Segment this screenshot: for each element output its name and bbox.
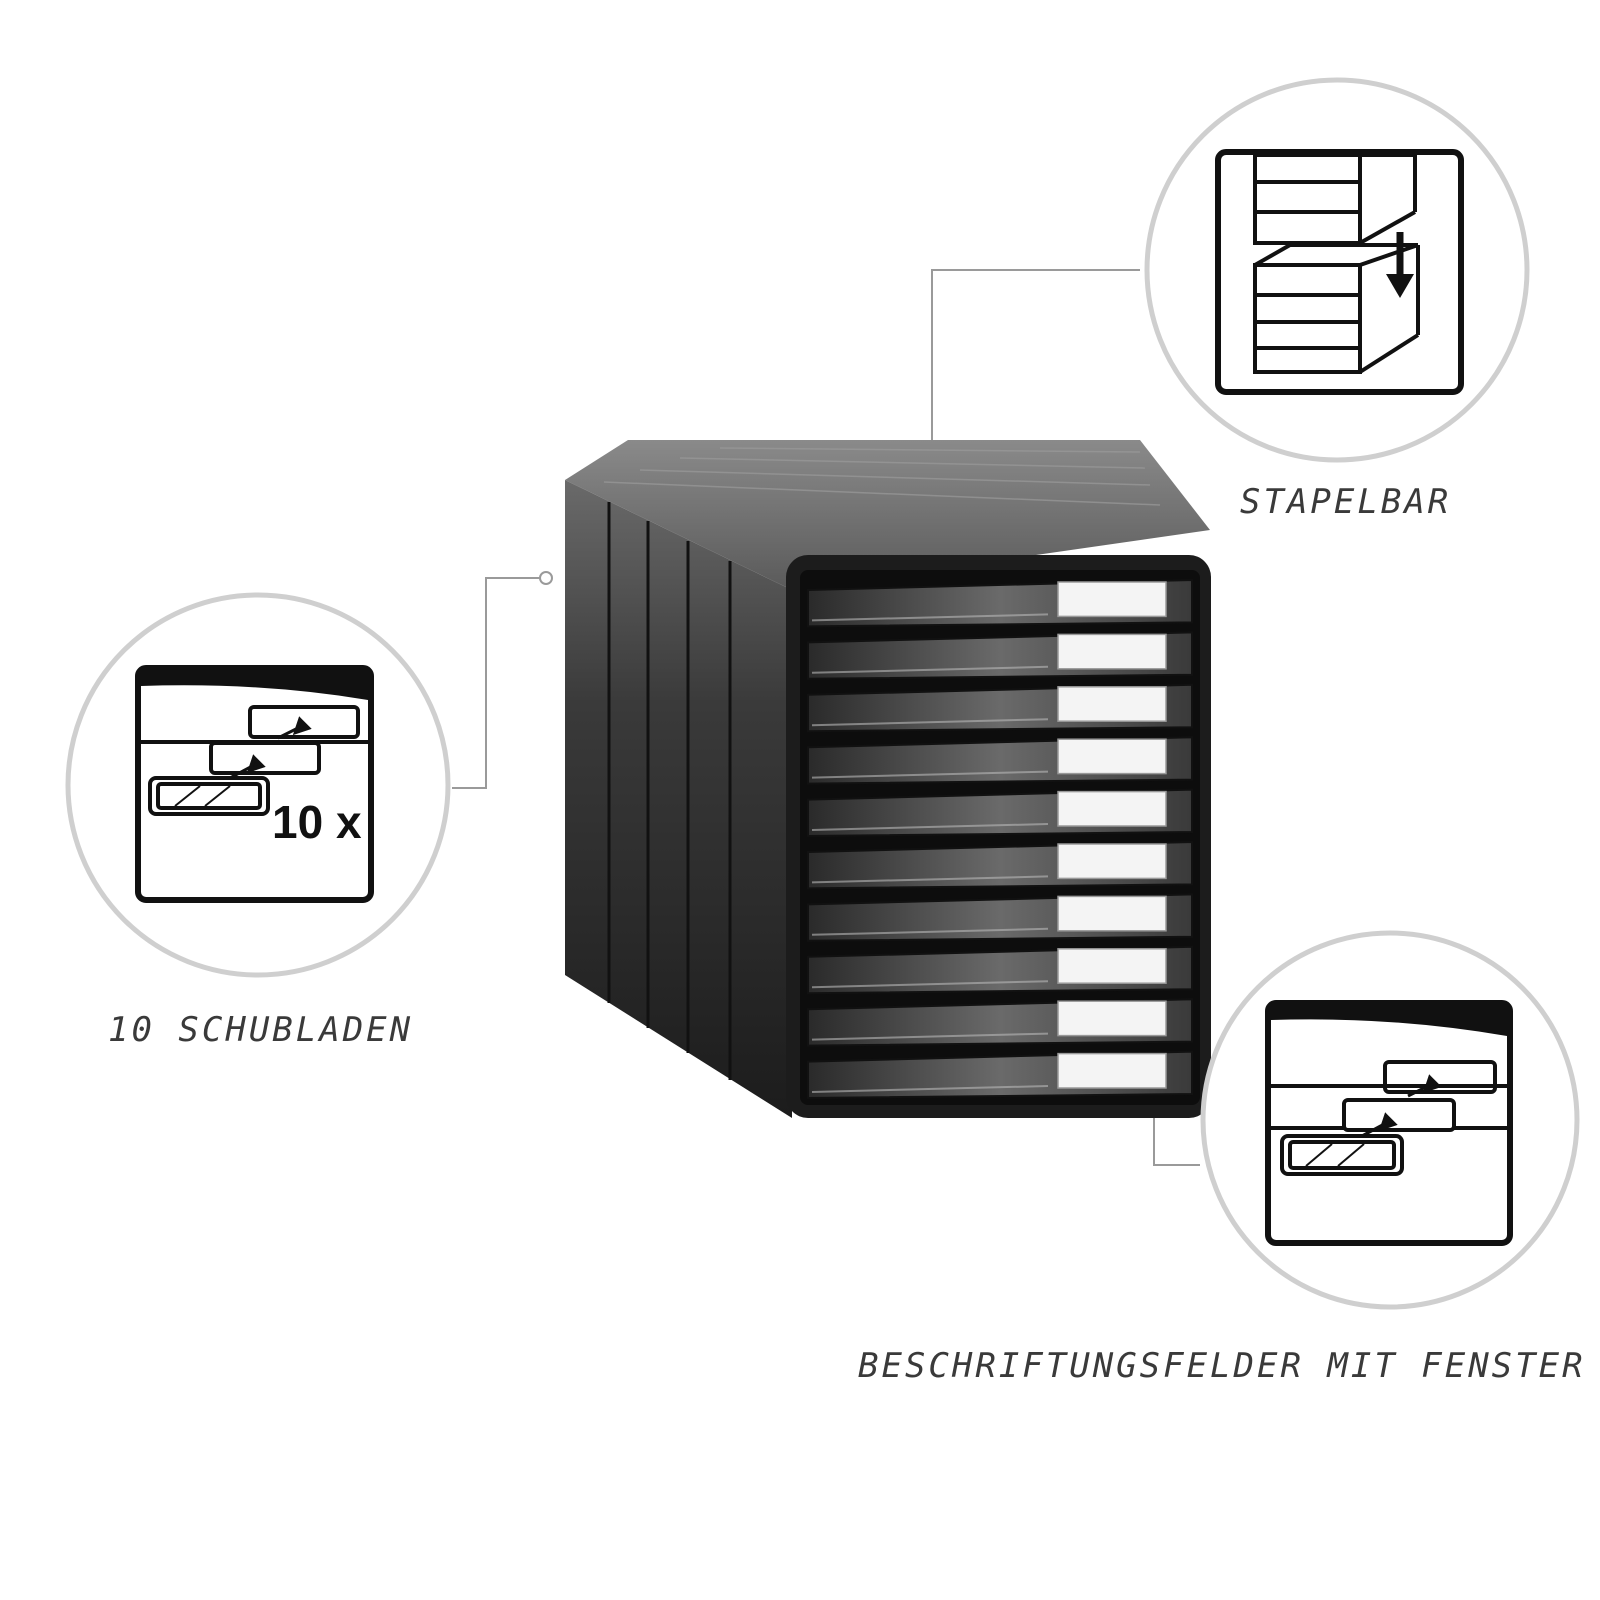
drawer [807, 736, 1193, 785]
cabinet-top [565, 440, 1210, 590]
drawer [807, 840, 1193, 890]
drawer-label-window [1057, 633, 1167, 670]
callout-circle-stackable [1144, 77, 1530, 463]
drawer [807, 893, 1193, 942]
caption-drawers: 10 SCHUBLADEN [108, 1010, 414, 1050]
drawer-label-window [1057, 1052, 1167, 1089]
drawer-label-window [1057, 581, 1167, 618]
drawer [807, 683, 1193, 733]
callout-stackable [1144, 77, 1530, 463]
label-window-icon [1265, 1000, 1513, 1246]
drawer [807, 1050, 1193, 1100]
drawer-label-window [1057, 1000, 1167, 1037]
drawer [807, 631, 1193, 680]
caption-stackable: STAPELBAR [1240, 482, 1452, 522]
callout-label-windows [1200, 930, 1580, 1310]
drawer-label-window [1057, 895, 1167, 932]
leader-line-drawers [452, 577, 546, 789]
drawer-label-window [1057, 948, 1167, 984]
label-insert-icon [135, 665, 374, 903]
drawer [807, 788, 1193, 838]
drawer [807, 578, 1193, 628]
drawer-label-window [1057, 843, 1167, 880]
drawer-label-window [1057, 686, 1167, 722]
drawer-count-label: 10 x [272, 796, 362, 848]
drawer [807, 945, 1193, 995]
stacking-arrow-icon [1215, 149, 1464, 395]
caption-label-windows: BESCHRIFTUNGSFELDER MIT FENSTER [858, 1346, 1586, 1386]
drawer [807, 998, 1193, 1047]
callout-drawers: 10 x [65, 592, 451, 978]
drawer-label-window [1057, 738, 1167, 775]
leader-line-stackable [931, 269, 1140, 457]
drawer-cabinet [565, 440, 1211, 1118]
drawer-stack [807, 578, 1193, 1100]
cabinet-side [565, 480, 792, 1118]
drawer-label-window [1057, 790, 1167, 827]
